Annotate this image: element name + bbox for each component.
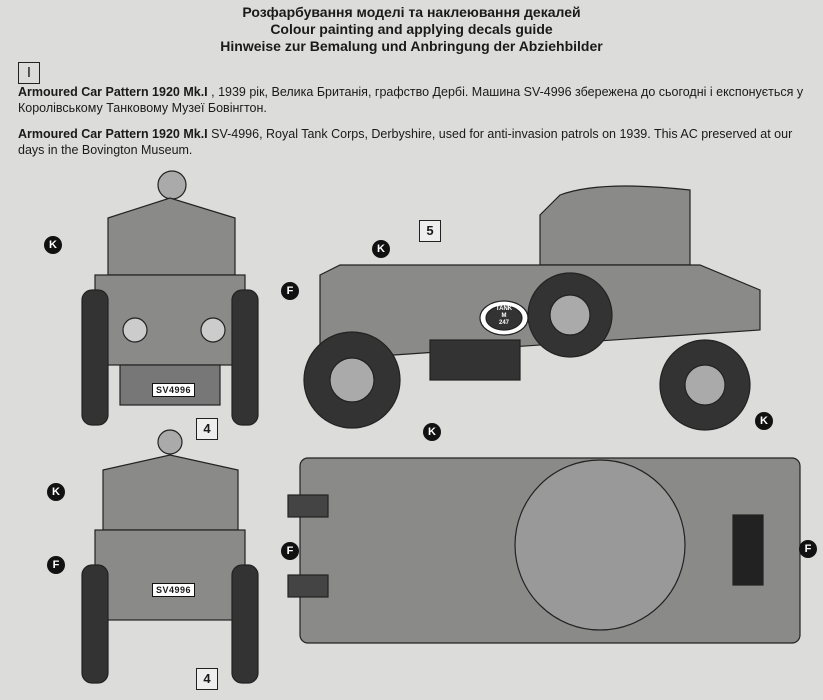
description-text: SV-4996, Royal Tank Corps, Derbyshire, u… — [18, 127, 793, 157]
decal-callout-4-rear: 4 — [196, 668, 218, 690]
roundel-number: 247 — [498, 320, 509, 326]
callout-f-side: F — [281, 282, 299, 300]
rear-view — [81, 429, 259, 684]
callout-f-top: F — [281, 542, 299, 560]
description-text: , 1939 рік, Велика Британія, графство Де… — [18, 85, 804, 115]
title-english: Colour painting and applying decals guid… — [270, 21, 553, 37]
rear-plate: SV4996 — [152, 583, 196, 597]
model-name: Armoured Car Pattern 1920 Mk.I — [18, 85, 208, 99]
model-name: Armoured Car Pattern 1920 Mk.I — [18, 127, 208, 141]
callout-k-rear: K — [47, 483, 65, 501]
section-marker: I — [18, 62, 40, 84]
description-ukrainian: Armoured Car Pattern 1920 Mk.I , 1939 рі… — [18, 84, 808, 116]
callout-f-rear: F — [47, 556, 65, 574]
front-view — [81, 170, 259, 426]
roundel-top: TANK — [495, 306, 513, 312]
top-view — [287, 457, 801, 644]
title-german: Hinweise zur Bemalung und Anbringung der… — [220, 38, 603, 54]
callout-k-side-wheel: K — [755, 412, 773, 430]
roundel-mid: M — [501, 313, 507, 319]
callout-k-side: K — [372, 240, 390, 258]
callout-k-front: K — [44, 236, 62, 254]
decal-callout-4-front: 4 — [196, 418, 218, 440]
title-ukrainian: Розфарбування моделі та наклеювання дека… — [242, 4, 581, 20]
decal-callout-5: 5 — [419, 220, 441, 242]
description-english: Armoured Car Pattern 1920 Mk.I SV-4996, … — [18, 126, 808, 158]
side-view — [303, 185, 761, 431]
callout-k-top: K — [423, 423, 441, 441]
front-plate: SV4996 — [152, 383, 196, 397]
callout-f-top-right: F — [799, 540, 817, 558]
